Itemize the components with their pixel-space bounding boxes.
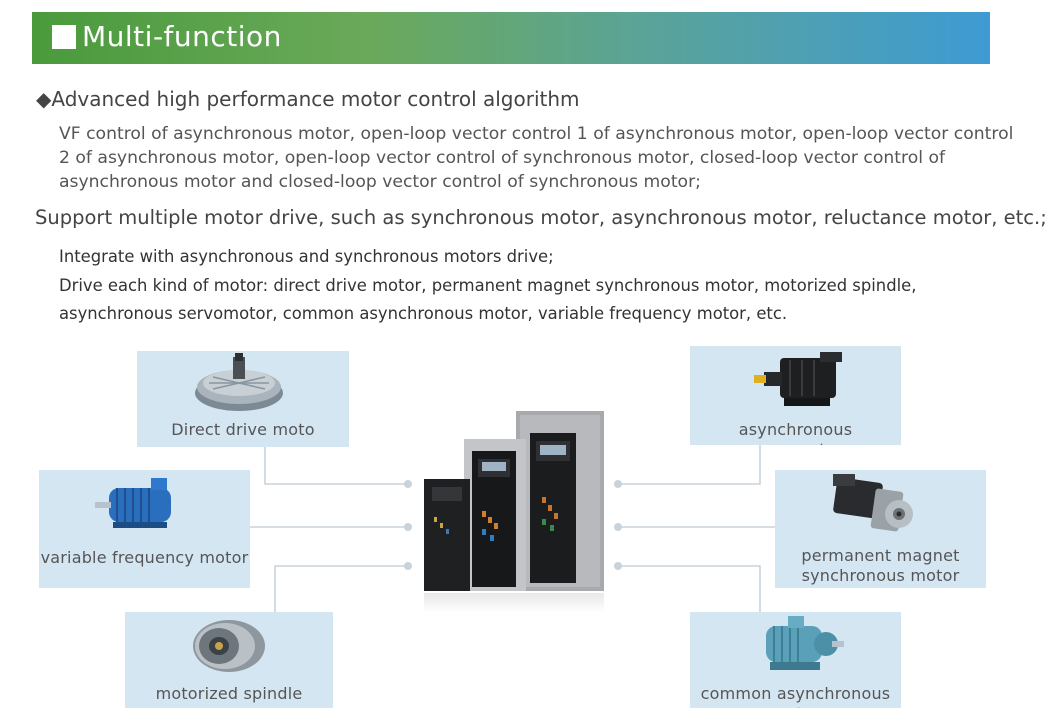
connector-direct-drive bbox=[264, 447, 408, 485]
card-variable-frequency-motor: variable frequency motor bbox=[39, 470, 250, 588]
connector-dot bbox=[614, 480, 622, 488]
card-common-asynchronous-motor: common asynchronous motor bbox=[690, 612, 901, 708]
square-bullet-icon bbox=[52, 25, 76, 49]
connector-dot bbox=[404, 480, 412, 488]
pm-synchronous-motor-icon bbox=[833, 474, 913, 532]
section-banner: Multi-function bbox=[32, 12, 990, 64]
motorized-spindle-icon bbox=[193, 620, 265, 672]
algorithm-line-3: asynchronous motor and closed-loop vecto… bbox=[59, 172, 701, 192]
inverter-drive-illustration bbox=[424, 411, 604, 613]
motor-support-heading: Support multiple motor drive, such as sy… bbox=[35, 206, 1047, 229]
variable-frequency-motor-icon bbox=[95, 478, 171, 528]
card-permanent-magnet-synchronous-motor: permanent magnet synchronous motor bbox=[775, 470, 986, 588]
asynchronous-servomotor-label: asynchronous servomotor bbox=[738, 420, 853, 445]
common-asynchronous-motor-label: common asynchronous motor bbox=[700, 684, 891, 708]
connector-dot bbox=[404, 562, 412, 570]
card-direct-drive-motor: Direct drive moto bbox=[137, 351, 349, 447]
card-asynchronous-servomotor: asynchronous servomotor bbox=[690, 346, 901, 445]
card-motorized-spindle: motorized spindle bbox=[125, 612, 333, 708]
async-motor-icon bbox=[766, 616, 844, 670]
connector-dot bbox=[614, 523, 622, 531]
algorithm-line-2: 2 of asynchronous motor, open-loop vecto… bbox=[59, 148, 946, 168]
motor-support-line-3: asynchronous servomotor, common asynchro… bbox=[59, 304, 788, 323]
servomotor-icon bbox=[754, 352, 842, 406]
connector-motorized-spindle bbox=[274, 565, 408, 612]
connector-async-servo bbox=[618, 445, 761, 485]
motorized-spindle-label: motorized spindle bbox=[155, 684, 303, 703]
algorithm-heading: ◆Advanced high performance motor control… bbox=[36, 87, 580, 111]
section-title: Multi-function bbox=[82, 20, 282, 53]
motor-support-description: Integrate with asynchronous and synchron… bbox=[59, 243, 1049, 329]
pm-synchronous-motor-label-line2: synchronous motor bbox=[801, 566, 960, 585]
connector-common-async bbox=[618, 565, 761, 612]
direct-drive-motor-label: Direct drive moto bbox=[171, 420, 315, 439]
connector-dot bbox=[614, 562, 622, 570]
algorithm-description: VF control of asynchronous motor, open-l… bbox=[59, 122, 1039, 194]
connector-dot bbox=[404, 523, 412, 531]
motor-support-line-2: Drive each kind of motor: direct drive m… bbox=[59, 275, 917, 295]
motor-support-line-1: Integrate with asynchronous and synchron… bbox=[59, 247, 554, 266]
pm-synchronous-motor-label-line1: permanent magnet bbox=[801, 546, 960, 565]
algorithm-line-1: VF control of asynchronous motor, open-l… bbox=[59, 124, 1014, 144]
variable-frequency-motor-label: variable frequency motor bbox=[40, 548, 249, 567]
direct-drive-motor-icon bbox=[195, 353, 283, 411]
